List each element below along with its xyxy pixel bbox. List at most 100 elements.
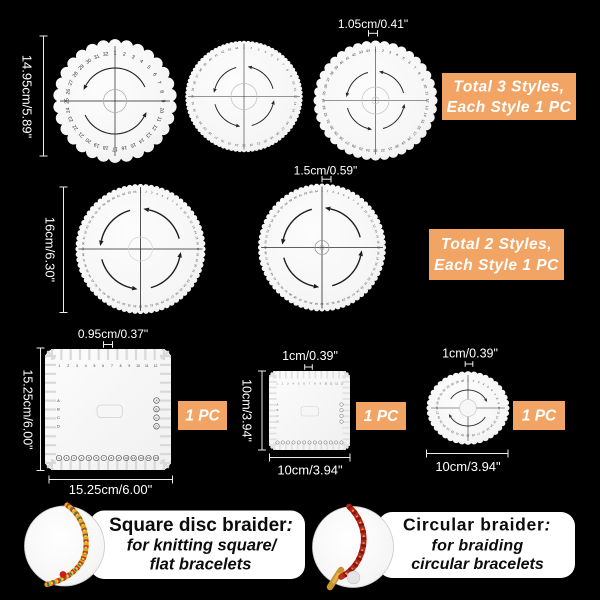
svg-text:5: 5	[88, 456, 90, 460]
svg-text:16: 16	[196, 242, 200, 246]
svg-text:41: 41	[97, 287, 102, 292]
svg-text:40: 40	[208, 57, 213, 62]
svg-text:4: 4	[482, 382, 486, 386]
svg-text:14: 14	[154, 456, 158, 460]
svg-text:Total 2 Styles,: Total 2 Styles,	[441, 236, 552, 253]
svg-text:8: 8	[175, 202, 179, 206]
svg-text:23: 23	[445, 426, 450, 431]
svg-text:4: 4	[138, 58, 144, 65]
svg-text:14: 14	[291, 108, 296, 113]
svg-text:40: 40	[283, 288, 288, 293]
svg-text:A: A	[277, 403, 279, 407]
svg-text:21: 21	[256, 141, 261, 146]
svg-text:10: 10	[324, 383, 327, 386]
svg-text:Each Style 1 PC: Each Style 1 PC	[434, 257, 559, 274]
svg-text:30: 30	[336, 299, 341, 304]
svg-text:18: 18	[196, 253, 200, 257]
svg-text:24: 24	[363, 281, 368, 286]
svg-text:6: 6	[102, 364, 104, 368]
svg-text:41: 41	[214, 53, 219, 58]
svg-text:43: 43	[272, 276, 277, 281]
svg-text:19: 19	[375, 257, 380, 261]
svg-text:18: 18	[471, 433, 475, 438]
svg-text:38: 38	[111, 297, 116, 302]
svg-text:33: 33	[446, 384, 451, 389]
svg-text:44: 44	[366, 49, 371, 54]
svg-text:59: 59	[106, 198, 111, 203]
svg-text:30: 30	[436, 396, 441, 401]
svg-text:36: 36	[303, 299, 308, 304]
svg-text:35: 35	[191, 87, 195, 91]
svg-text:22: 22	[249, 143, 253, 147]
svg-text:13: 13	[191, 225, 196, 230]
svg-text:25: 25	[438, 419, 443, 424]
svg-text:37: 37	[326, 77, 331, 82]
svg-text:15: 15	[195, 236, 200, 240]
svg-text:D: D	[277, 420, 279, 424]
svg-text:D: D	[57, 424, 60, 429]
svg-text:45: 45	[85, 268, 90, 273]
svg-text:33: 33	[191, 101, 195, 105]
svg-text:14: 14	[137, 136, 145, 144]
svg-text:C: C	[155, 416, 158, 420]
svg-text:47: 47	[82, 258, 87, 262]
svg-text:57: 57	[279, 205, 284, 210]
svg-text:39: 39	[288, 292, 293, 297]
svg-text:13: 13	[144, 130, 152, 138]
svg-text:39: 39	[334, 65, 340, 71]
svg-text:12: 12	[154, 364, 158, 368]
svg-text:16: 16	[416, 125, 422, 131]
svg-text:30: 30	[329, 125, 335, 131]
svg-text:47: 47	[264, 256, 269, 260]
svg-text:9: 9	[360, 205, 364, 209]
svg-text:13: 13	[372, 224, 377, 229]
svg-text:19: 19	[401, 140, 407, 146]
svg-text:9: 9	[179, 206, 183, 210]
svg-text:63: 63	[309, 190, 313, 195]
svg-text:6: 6	[151, 72, 158, 78]
svg-text:3: 3	[287, 383, 289, 386]
svg-text:22: 22	[189, 274, 194, 279]
svg-text:12: 12	[495, 415, 500, 420]
svg-text:7: 7	[281, 62, 285, 66]
svg-text:6: 6	[407, 60, 411, 64]
svg-text:15: 15	[420, 119, 425, 124]
svg-text:31: 31	[194, 114, 199, 119]
svg-text:42: 42	[220, 49, 225, 54]
svg-text:51: 51	[82, 235, 87, 239]
svg-text:14: 14	[423, 112, 428, 117]
svg-text:35: 35	[322, 91, 327, 96]
svg-text:19: 19	[195, 258, 200, 262]
svg-text:54: 54	[270, 218, 275, 223]
svg-text:B: B	[277, 408, 279, 412]
svg-text:45: 45	[267, 267, 272, 272]
svg-text:4: 4	[395, 53, 398, 57]
svg-text:D: D	[155, 425, 158, 429]
svg-text:11: 11	[155, 116, 163, 123]
svg-text:5: 5	[270, 53, 274, 57]
svg-text:7: 7	[155, 80, 162, 85]
svg-text:44: 44	[269, 271, 274, 276]
svg-text:34: 34	[450, 381, 455, 386]
svg-text:2: 2	[282, 383, 284, 386]
svg-text:10cm/3.94": 10cm/3.94"	[240, 379, 254, 442]
svg-text:11: 11	[496, 411, 501, 415]
svg-text:32: 32	[192, 108, 197, 113]
svg-text:55: 55	[272, 213, 277, 218]
svg-text:5: 5	[161, 194, 164, 198]
svg-text:40: 40	[339, 60, 345, 66]
svg-text:14: 14	[193, 230, 198, 235]
svg-text:43: 43	[358, 50, 363, 55]
svg-text:18: 18	[407, 136, 413, 142]
svg-text:37: 37	[195, 73, 200, 78]
svg-text:22: 22	[381, 148, 386, 153]
svg-text:43: 43	[227, 47, 232, 52]
svg-text:3: 3	[131, 54, 136, 61]
svg-text:51: 51	[264, 234, 269, 238]
svg-text:18: 18	[376, 251, 380, 255]
svg-text:B: B	[155, 407, 157, 411]
svg-text:2: 2	[66, 456, 68, 460]
svg-text:1cm/0.39": 1cm/0.39"	[282, 349, 338, 363]
svg-text:12: 12	[150, 123, 158, 131]
svg-text:27: 27	[435, 410, 440, 414]
